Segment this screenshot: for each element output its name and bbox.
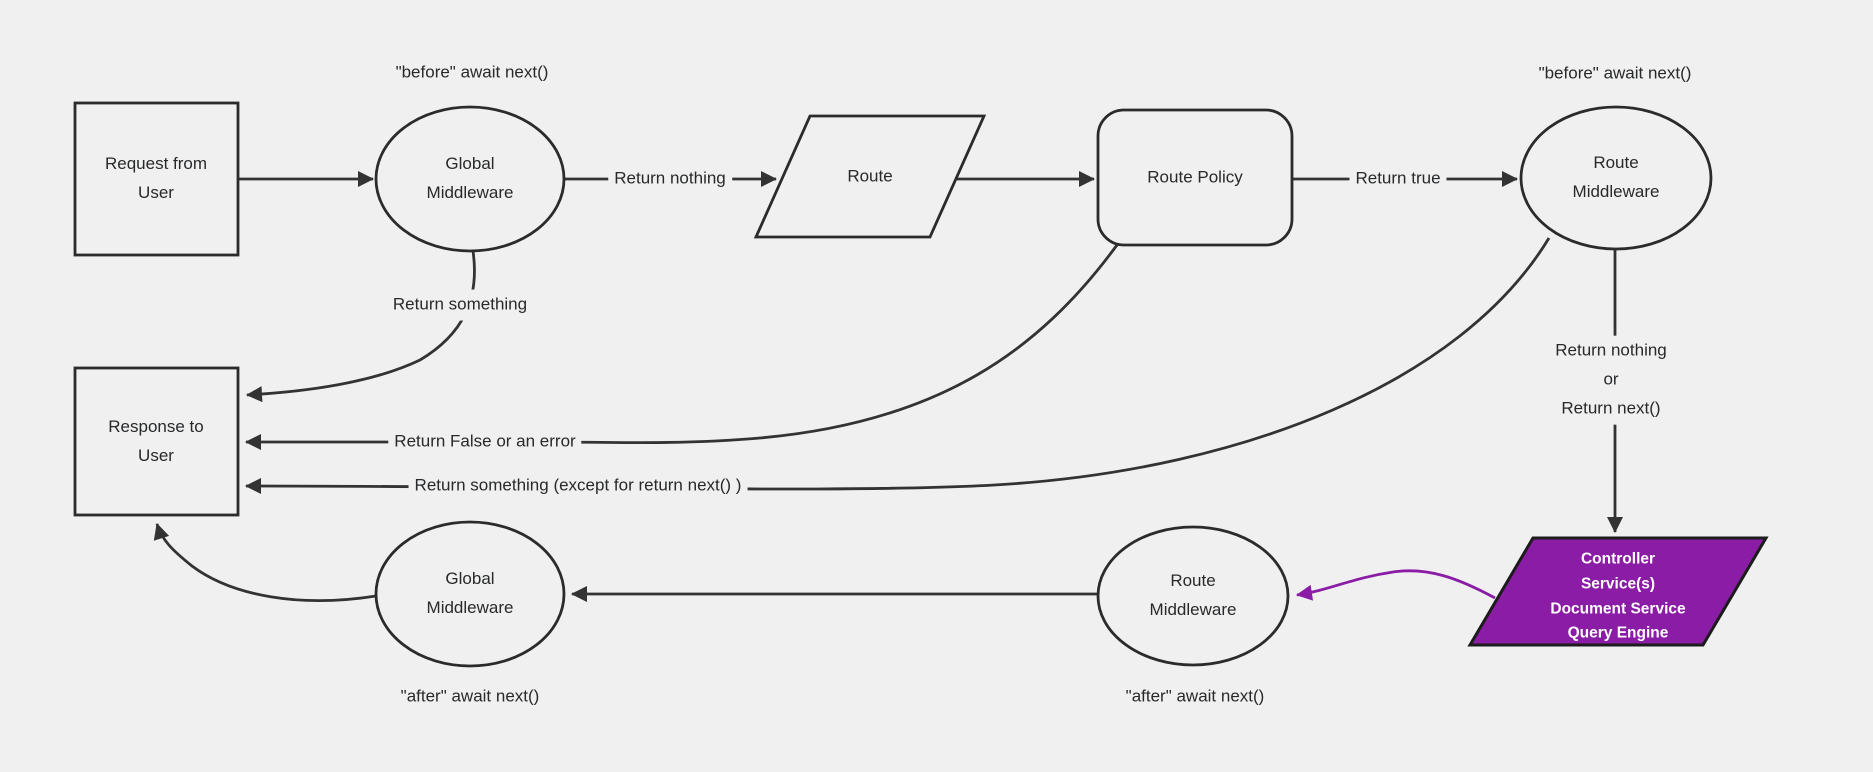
request-node-label: Request from User [104, 154, 208, 202]
return-something-except-label: Return something (except for return next… [408, 470, 748, 502]
return-true-label: Return true [1349, 163, 1447, 195]
before-await-label-right: "before" await next() [1538, 63, 1692, 83]
return-false-or-error-label: Return False or an error [388, 426, 582, 458]
route-node-label: Route [847, 166, 893, 186]
return-nothing-label: Return nothing [608, 163, 732, 195]
controller-parallelogram [1467, 536, 1769, 647]
controller-node-label: Controller Service(s) Document Service Q… [1550, 550, 1686, 642]
global-middleware-top-label: Global Middleware [426, 154, 514, 202]
return-nothing-or-next-label: Return nothing or Return next() [1549, 335, 1673, 425]
route-parallelogram [753, 114, 987, 239]
return-something-label: Return something [386, 289, 534, 321]
response-node-label: Response to User [108, 417, 204, 465]
edge-controller-to-route-middleware-bottom [1296, 569, 1496, 601]
request-box [73, 101, 240, 257]
response-box [73, 366, 240, 517]
after-await-label-left: "after" await next() [400, 686, 540, 706]
edge-global-middleware-return-something [246, 250, 476, 403]
route-middleware-bottom-label: Route Middleware [1149, 571, 1237, 619]
global-middleware-bottom-ellipse [374, 520, 566, 668]
global-middleware-bottom-label: Global Middleware [426, 569, 514, 617]
global-middleware-top-ellipse [374, 105, 566, 253]
after-await-label-right: "after" await next() [1125, 686, 1265, 706]
route-policy-label: Route Policy [1147, 167, 1243, 187]
route-policy-box [1096, 108, 1294, 247]
route-middleware-top-ellipse [1519, 105, 1713, 251]
edge-route-policy-return-false [245, 244, 1119, 450]
route-middleware-bottom-ellipse [1096, 525, 1290, 667]
edge-global-middleware-bottom-to-response [153, 523, 377, 602]
route-middleware-top-label: Route Middleware [1572, 153, 1660, 201]
before-await-label-left: "before" await next() [395, 62, 549, 82]
